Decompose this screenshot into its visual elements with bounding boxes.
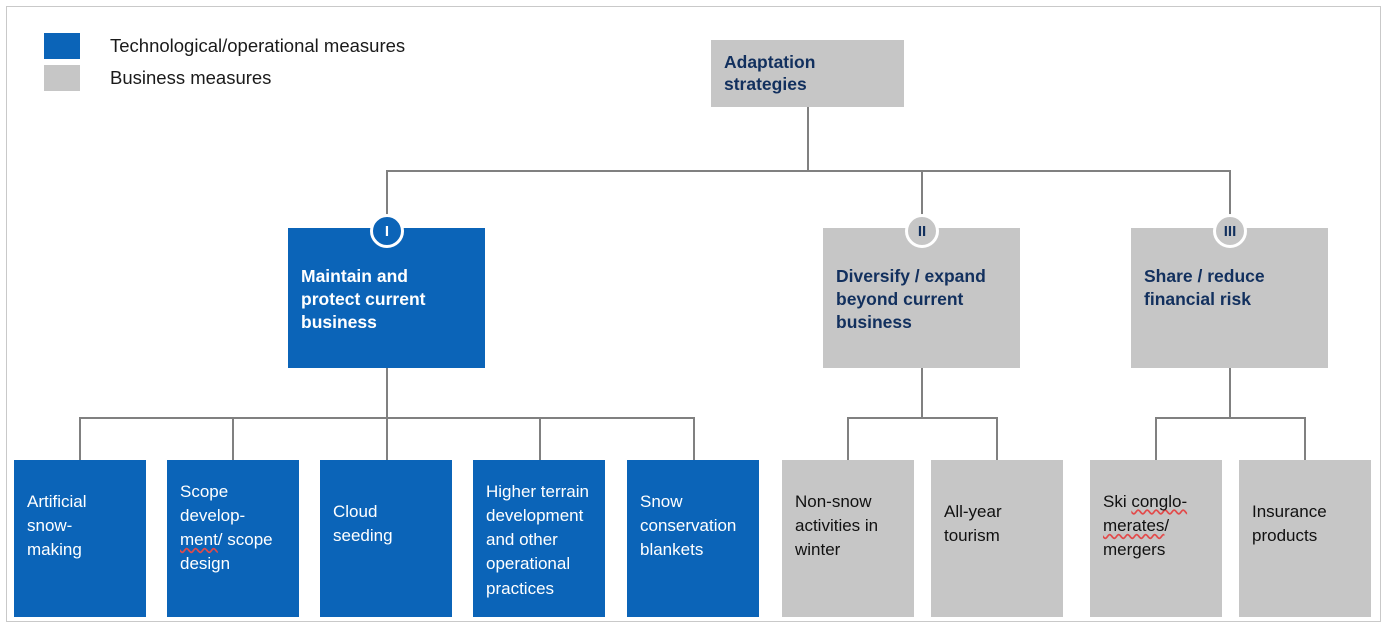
connector-branch-2-stem xyxy=(921,368,923,418)
node-adaptation-strategies[interactable]: Adaptation strategies xyxy=(711,40,904,107)
node-leaf-snow-conservation-blankets[interactable]: Snow conservation blankets xyxy=(627,460,759,617)
node-label: Higher terrain development and other ope… xyxy=(486,482,589,598)
badge-numeral-ii: II xyxy=(905,214,939,248)
node-label: Non-snow activities in winter xyxy=(795,492,879,560)
node-leaf-all-year-tourism[interactable]: All-year tourism xyxy=(931,460,1063,617)
node-leaf-insurance-products[interactable]: Insurance products xyxy=(1239,460,1371,617)
node-label: Artificial snow- making xyxy=(27,492,87,560)
node-leaf-artificial-snowmaking[interactable]: Artificial snow- making xyxy=(14,460,146,617)
connector-branch-3-bus xyxy=(1155,417,1305,419)
connector-branch-2-child-2 xyxy=(996,417,998,461)
node-label: Insurance products xyxy=(1252,502,1327,546)
connector-branch-1-child-4 xyxy=(539,417,541,461)
node-leaf-ski-conglomerates-mergers[interactable]: Ski conglo- merates/ mergers xyxy=(1090,460,1222,617)
node-label: Maintain and protect current business xyxy=(301,266,426,332)
connector-to-branch-3 xyxy=(1229,170,1231,218)
connector-branch-1-child-3 xyxy=(386,417,388,461)
node-label: Adaptation strategies xyxy=(724,52,816,95)
legend-label-business: Business measures xyxy=(110,66,272,88)
connector-branch-1-child-1 xyxy=(79,417,81,461)
badge-numeral-i: I xyxy=(370,214,404,248)
node-label: Cloud seeding xyxy=(333,502,393,546)
connector-branch-1-child-5 xyxy=(693,417,695,461)
legend-swatch-technological xyxy=(44,33,80,59)
node-branch-maintain-protect[interactable]: Maintain and protect current business xyxy=(288,228,485,368)
legend-item-technological: Technological/operational measures xyxy=(44,30,405,62)
badge-label: I xyxy=(384,222,390,240)
connector-branch-2-child-1 xyxy=(847,417,849,461)
misspelled-word: ment xyxy=(180,530,218,550)
legend-item-business: Business measures xyxy=(44,62,405,94)
node-leaf-higher-terrain-development[interactable]: Higher terrain development and other ope… xyxy=(473,460,605,617)
connector-branch-3-child-2 xyxy=(1304,417,1306,461)
node-label: Snow conservation blankets xyxy=(640,492,737,560)
node-label: Share / reduce financial risk xyxy=(1144,266,1265,309)
connector-root-stem xyxy=(807,107,809,171)
node-leaf-non-snow-activities[interactable]: Non-snow activities in winter xyxy=(782,460,914,617)
node-label: Scope develop- ment/ scope design xyxy=(180,482,273,574)
badge-label: II xyxy=(917,222,927,240)
connector-branch-1-stem xyxy=(386,368,388,418)
node-label: All-year tourism xyxy=(944,502,1002,546)
connector-to-branch-2 xyxy=(921,170,923,218)
node-branch-diversify-expand[interactable]: Diversify / expand beyond current busine… xyxy=(823,228,1020,368)
node-label: Diversify / expand beyond current busine… xyxy=(836,266,986,332)
legend: Technological/operational measures Busin… xyxy=(44,30,405,94)
legend-swatch-business xyxy=(44,65,80,91)
misspelled-word: conglo- merates xyxy=(1103,492,1188,536)
connector-to-branch-1 xyxy=(386,170,388,218)
node-branch-share-reduce-risk[interactable]: Share / reduce financial risk xyxy=(1131,228,1328,368)
node-label: Ski conglo- merates/ mergers xyxy=(1103,492,1188,560)
connector-level2-bus xyxy=(386,170,1231,172)
badge-label: III xyxy=(1223,222,1237,240)
connector-branch-2-bus xyxy=(847,417,997,419)
node-leaf-scope-development[interactable]: Scope develop- ment/ scope design xyxy=(167,460,299,617)
legend-label-technological: Technological/operational measures xyxy=(110,34,406,56)
node-leaf-cloud-seeding[interactable]: Cloud seeding xyxy=(320,460,452,617)
connector-branch-1-child-2 xyxy=(232,417,234,461)
connector-branch-3-stem xyxy=(1229,368,1231,418)
connector-branch-3-child-1 xyxy=(1155,417,1157,461)
badge-numeral-iii: III xyxy=(1213,214,1247,248)
